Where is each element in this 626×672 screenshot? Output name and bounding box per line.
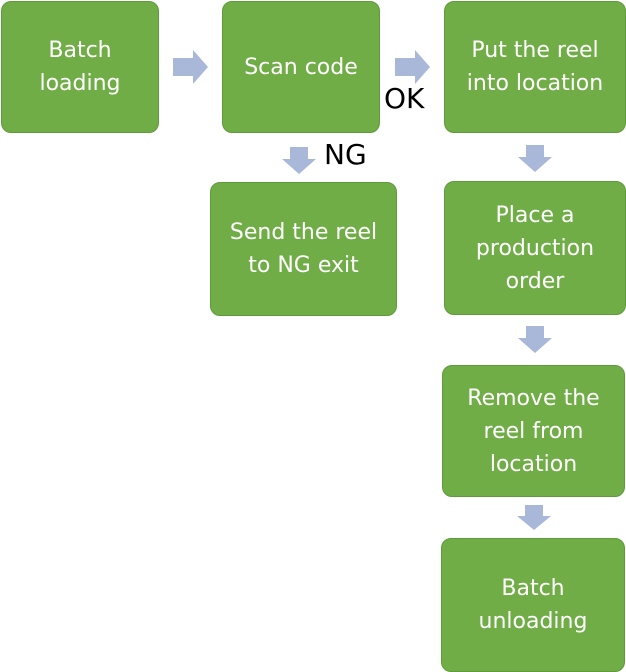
node-label: Scan code [244, 54, 358, 80]
arrow-right-icon [173, 50, 208, 84]
node-label: Remove the reel from location [467, 385, 600, 477]
ok-label: OK [384, 82, 425, 115]
node-scan-code: Scan code [222, 1, 380, 133]
node-label: Put the reel into location [466, 38, 604, 96]
node-label: Place a production order [475, 202, 595, 294]
arrow-down-icon [282, 147, 316, 174]
node-label: Batch loading [39, 38, 121, 96]
node-send-reel-to-ng-exit: Send the reel to NG exit [210, 182, 397, 316]
node-label: Batch unloading [478, 576, 588, 634]
node-place-production-order: Place a production order [444, 181, 626, 315]
node-label: Send the reel to NG exit [229, 220, 378, 278]
node-put-reel-into-location: Put the reel into location [444, 1, 626, 133]
node-batch-unloading: Batch unloading [441, 538, 625, 672]
node-remove-reel-from-location: Remove the reel from location [442, 365, 625, 497]
arrow-down-icon [517, 505, 551, 530]
node-batch-loading: Batch loading [1, 1, 159, 133]
ng-label: NG [324, 138, 367, 171]
arrow-down-icon [518, 326, 552, 353]
arrow-right-icon [395, 50, 430, 84]
arrow-down-icon [518, 145, 552, 172]
